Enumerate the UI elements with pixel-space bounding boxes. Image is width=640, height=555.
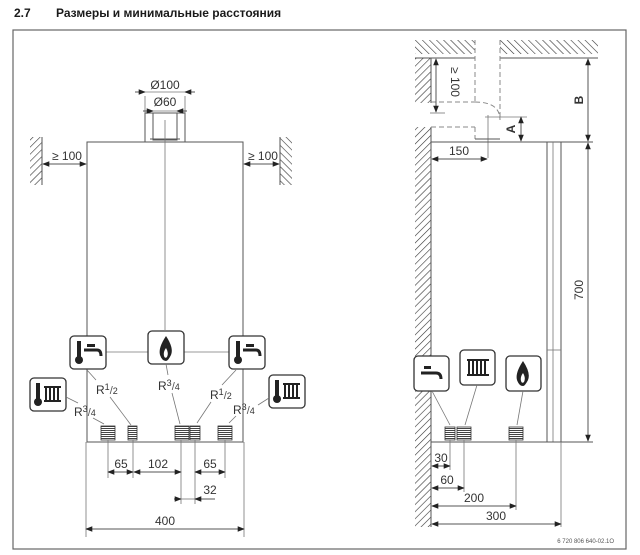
gas-flame-icon [505, 355, 542, 392]
dim-60: 60 [440, 473, 454, 487]
dim-30: 30 [434, 451, 448, 465]
heating-radiator-thermometer-icon [29, 377, 67, 412]
dim-200: 200 [464, 491, 484, 505]
section-heading: 2.7 Размеры и минимальные расстояния [14, 6, 281, 20]
clearance-right: ≥ 100 [248, 149, 278, 163]
dim-depth-300: 300 [486, 509, 506, 523]
fitting [174, 425, 190, 441]
fitting [444, 426, 456, 441]
flue-inner-diameter: Ø60 [154, 95, 177, 109]
dim-65-left: 65 [114, 457, 128, 471]
hot-water-tap-thermometer-icon [228, 335, 266, 370]
heating-radiator-thermometer-icon [268, 374, 306, 409]
dim-width-400: 400 [155, 514, 175, 528]
wall-hatch-upper [415, 58, 431, 103]
frame [12, 29, 627, 550]
fitting [456, 426, 472, 441]
thread-label: R3/4 [74, 404, 96, 419]
thread-label: R3/4 [233, 402, 255, 417]
fitting [217, 425, 233, 441]
dim-65-right: 65 [203, 457, 217, 471]
heating-radiator-icon [459, 349, 496, 386]
ceiling-hatch-left [415, 40, 475, 54]
thread-label: R1/2 [96, 382, 118, 397]
dim-102: 102 [148, 457, 168, 471]
fitting [127, 425, 138, 441]
fitting [508, 426, 524, 441]
clearance-left: ≥ 100 [52, 149, 82, 163]
ceiling-hatch-right [500, 40, 598, 54]
height-700: 700 [572, 280, 586, 300]
hot-water-tap-icon [413, 355, 450, 392]
section-title: Размеры и минимальные расстояния [56, 6, 282, 20]
dim-32: 32 [203, 483, 217, 497]
fitting [100, 425, 116, 441]
label-a: A [504, 124, 518, 133]
top-clearance: ≥ 100 [448, 67, 462, 97]
wall-hatch [415, 127, 431, 527]
flue-outer-diameter: Ø100 [150, 78, 180, 92]
thread-label: R3/4 [158, 378, 180, 393]
label-b: B [572, 95, 586, 104]
hot-water-tap-thermometer-icon [69, 335, 107, 370]
drawing-code: 6 720 806 640-02.1O [557, 539, 614, 545]
right-wall-hatch [280, 137, 292, 185]
section-number: 2.7 [14, 6, 31, 20]
front-view: Ø100 Ø60 ≥ 100 ≥ 100 [29, 78, 306, 537]
side-view: ≥ 100 A B 150 700 [413, 40, 598, 527]
fitting [189, 425, 201, 441]
thread-label: R1/2 [210, 387, 232, 402]
left-wall-hatch [30, 137, 42, 185]
flue-offset-150: 150 [449, 144, 469, 158]
gas-flame-icon [147, 330, 185, 365]
